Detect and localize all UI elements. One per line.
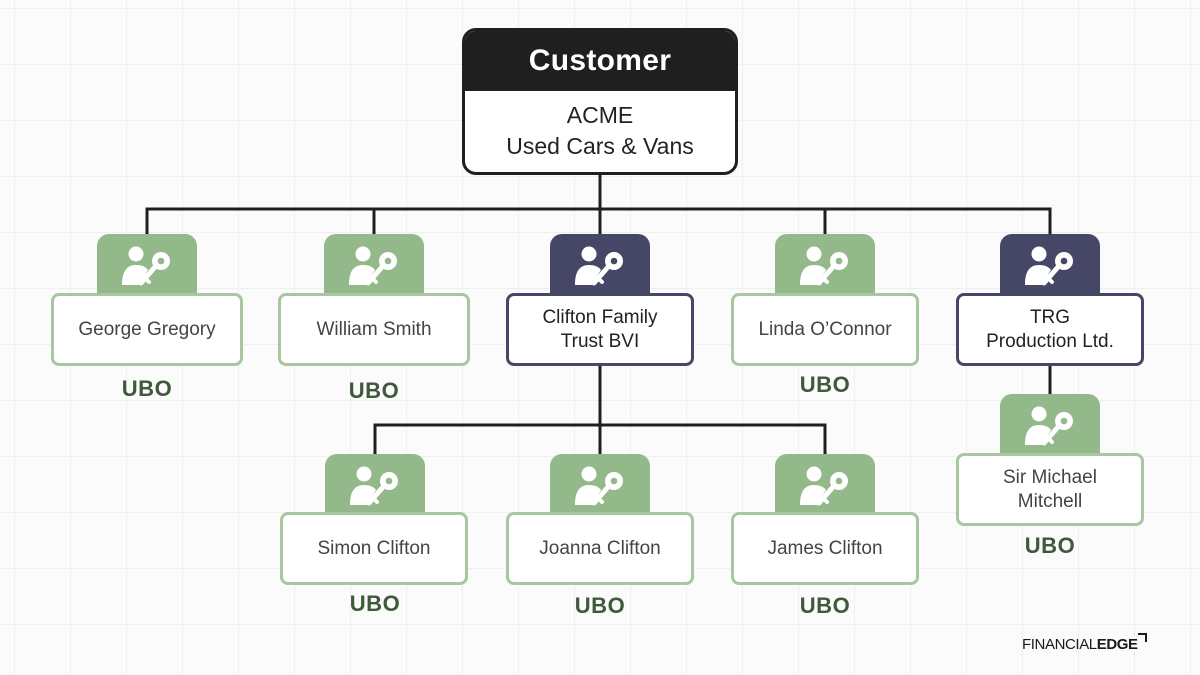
ubo-label: UBO <box>574 593 626 618</box>
node-william-smith[interactable]: William Smith <box>278 293 470 366</box>
node-name-line1: Clifton Family <box>542 306 658 328</box>
ubo-label: UBO <box>799 593 851 618</box>
node-name-line1: Sir Michael <box>1003 466 1097 488</box>
person-key-icon <box>1000 394 1100 456</box>
customer-name-line1: ACME <box>566 102 634 128</box>
node-name-line1: TRG <box>1029 306 1071 328</box>
node-name-line2: Mitchell <box>1017 490 1083 512</box>
ubo-label: UBO <box>121 376 173 401</box>
person-key-icon <box>324 234 424 296</box>
person-key-icon <box>775 234 875 296</box>
node-name-line2: Trust BVI <box>560 330 640 352</box>
customer-node[interactable]: Customer ACME Used Cars & Vans <box>462 28 738 175</box>
node-george-gregory[interactable]: George Gregory <box>51 293 243 366</box>
node-sir-michael-mitchell[interactable]: Sir Michael Mitchell <box>956 453 1144 526</box>
node-name-line2: Production Ltd. <box>986 330 1114 352</box>
financial-edge-logo: FINANCIALEDGE <box>1022 633 1147 653</box>
node-name-line1: George Gregory <box>78 318 216 340</box>
node-name-line1: Simon Clifton <box>317 537 431 559</box>
customer-name: ACME Used Cars & Vans <box>465 91 735 171</box>
node-name-line1: William Smith <box>316 318 432 340</box>
person-key-icon <box>1000 234 1100 296</box>
node-james-clifton[interactable]: James Clifton <box>731 512 919 585</box>
ubo-label: UBO <box>1024 533 1076 558</box>
node-joanna-clifton[interactable]: Joanna Clifton <box>506 512 694 585</box>
person-key-icon <box>775 454 875 516</box>
node-trg-production[interactable]: TRG Production Ltd. <box>956 293 1144 366</box>
node-clifton-family-trust[interactable]: Clifton Family Trust BVI <box>506 293 694 366</box>
node-name-line1: Joanna Clifton <box>539 537 661 559</box>
ubo-label: UBO <box>348 378 400 403</box>
ubo-label: UBO <box>349 591 401 616</box>
node-name-line1: James Clifton <box>767 537 883 559</box>
logo-text-bold: EDGE <box>1096 636 1138 653</box>
person-key-icon <box>97 234 197 296</box>
ubo-label: UBO <box>799 372 851 397</box>
node-name-line1: Linda O’Connor <box>758 318 892 340</box>
person-key-icon <box>550 234 650 296</box>
person-key-icon <box>325 454 425 516</box>
customer-name-line2: Used Cars & Vans <box>506 133 694 159</box>
customer-header: Customer <box>465 31 735 91</box>
person-key-icon <box>550 454 650 516</box>
node-simon-clifton[interactable]: Simon Clifton <box>280 512 468 585</box>
logo-text-light: FINANCIAL <box>1022 636 1097 653</box>
node-linda-oconnor[interactable]: Linda O’Connor <box>731 293 919 366</box>
logo-bracket-icon <box>1137 633 1147 642</box>
